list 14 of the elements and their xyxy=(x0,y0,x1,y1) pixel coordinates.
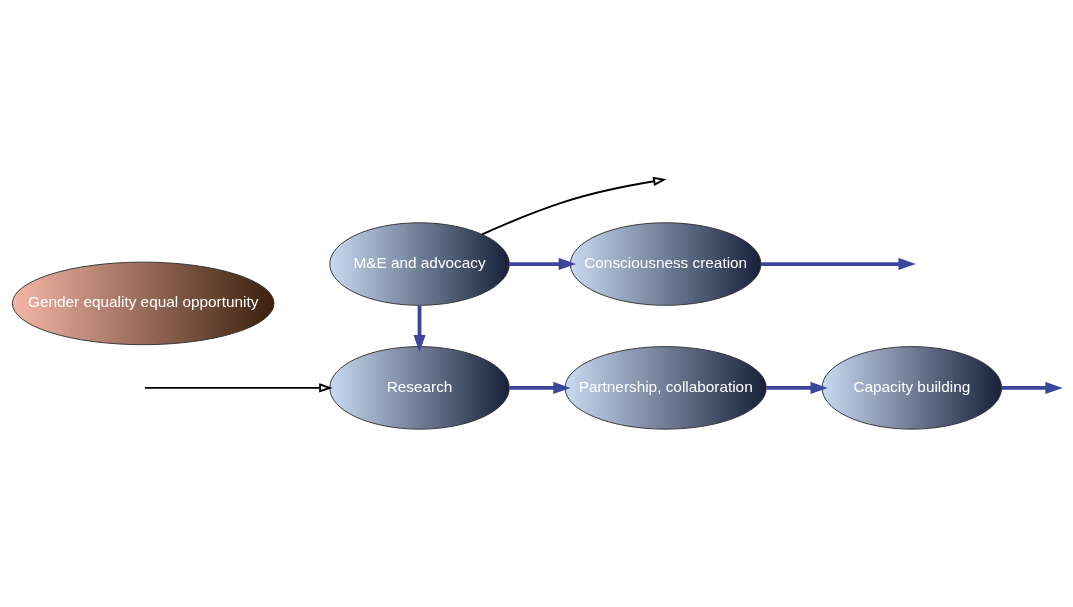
node-ellipse: Partnership, collaboration xyxy=(564,346,767,430)
node-ellipse: Research xyxy=(329,346,510,430)
arrow xyxy=(766,381,828,394)
arrow xyxy=(509,258,576,271)
arrow xyxy=(413,305,426,353)
arrow xyxy=(481,176,667,236)
node-ellipse: M&E and advocacy xyxy=(329,222,510,306)
arrow xyxy=(1001,381,1063,394)
node-ellipse: Capacity building xyxy=(821,346,1003,430)
arrow xyxy=(761,258,916,271)
arrow xyxy=(509,381,571,394)
node-ellipse: Consciousness creation xyxy=(569,222,762,306)
arrow xyxy=(144,383,333,393)
node-ellipse: Gender equality equal opportunity xyxy=(11,261,275,346)
